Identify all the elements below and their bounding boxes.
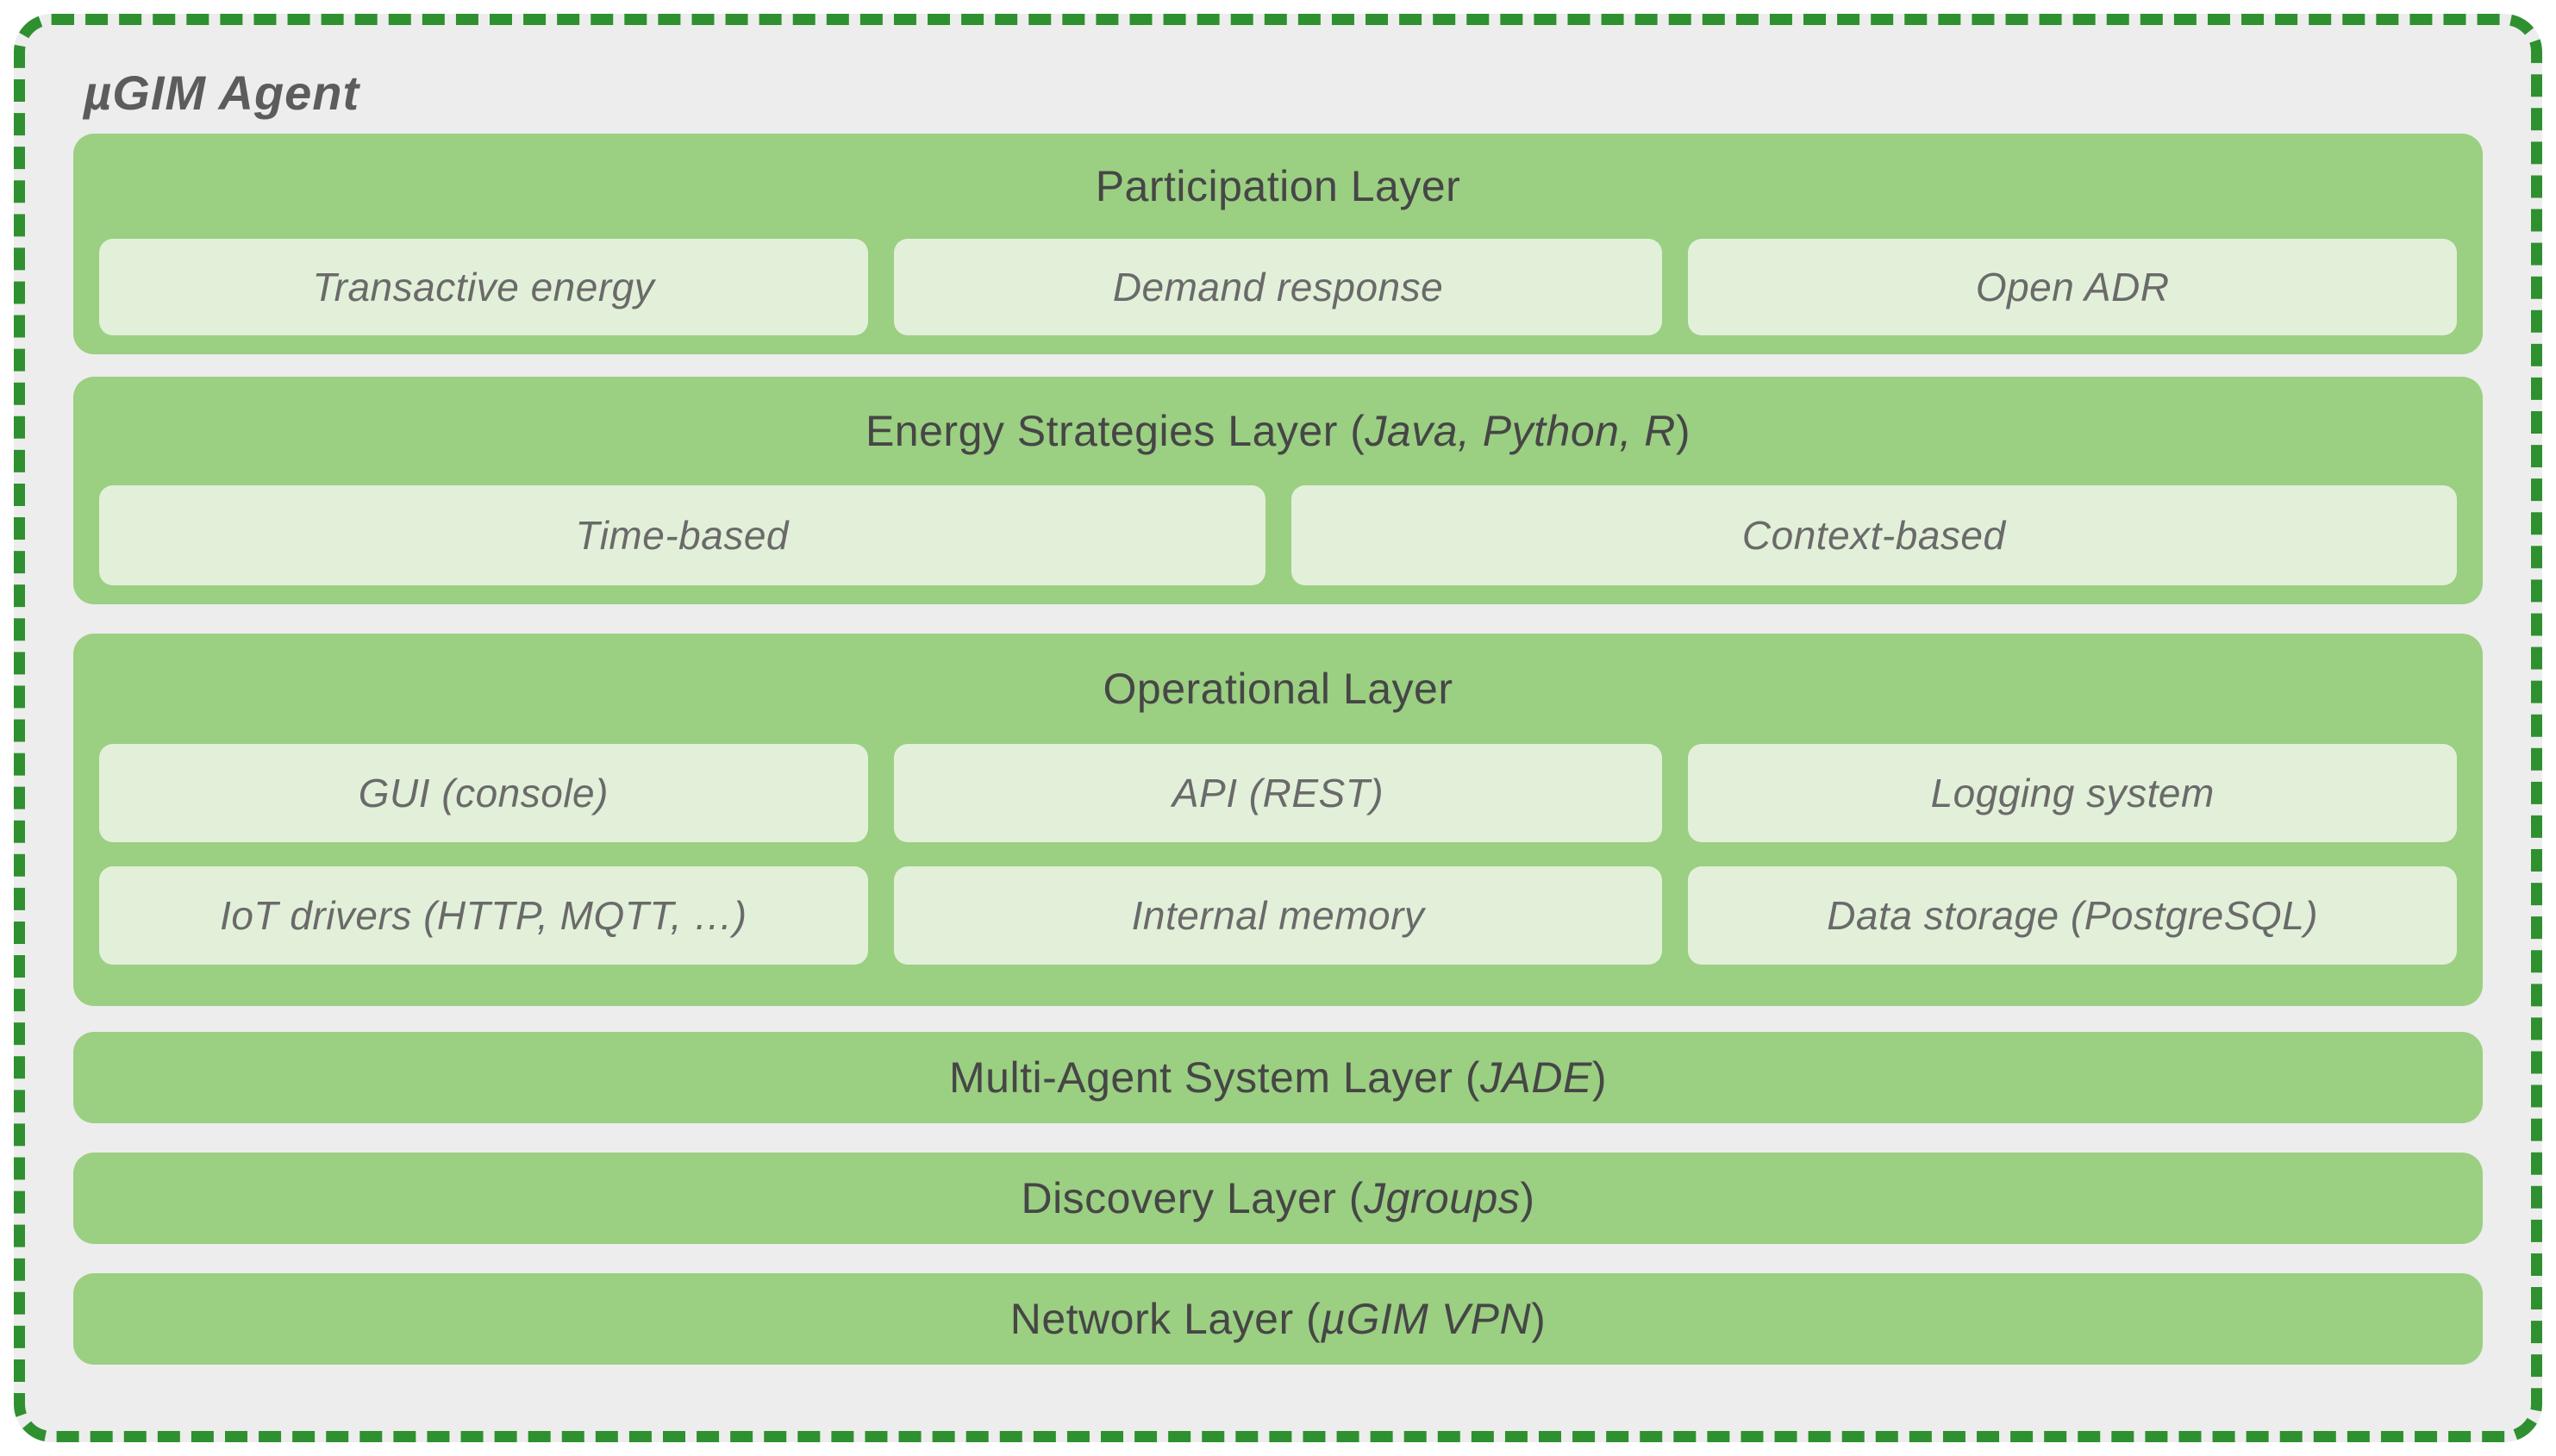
operational-layer-block: Operational Layer GUI (console) API (RES…: [73, 634, 2483, 1006]
item-transactive-energy: Transactive energy: [99, 239, 868, 335]
discovery-layer-bar: Discovery Layer (Jgroups): [73, 1153, 2483, 1244]
multi-agent-system-layer-bar: Multi-Agent System Layer (JADE): [73, 1032, 2483, 1123]
energy-title-text: Energy Strategies Layer (: [865, 407, 1365, 455]
participation-layer-title: Participation Layer: [99, 134, 2457, 239]
operational-layer-title-text: Operational Layer: [1103, 665, 1453, 713]
energy-title-close: ): [1675, 407, 1691, 455]
participation-layer-title-text: Participation Layer: [1095, 162, 1461, 210]
energy-items-row: Time-based Context-based: [99, 485, 2457, 585]
network-layer-title: Network Layer (µGIM VPN): [1010, 1294, 1547, 1344]
energy-title-tech: Java, Python, R: [1365, 407, 1676, 455]
operational-items-row-2: IoT drivers (HTTP, MQTT, …) Internal mem…: [99, 866, 2458, 965]
discovery-title-tech: Jgroups: [1363, 1174, 1521, 1222]
discovery-title-close: ): [1520, 1174, 1535, 1222]
participation-items-row: Transactive energy Demand response Open …: [99, 239, 2458, 335]
item-gui-console: GUI (console): [99, 744, 868, 842]
item-iot-drivers: IoT drivers (HTTP, MQTT, …): [99, 866, 868, 965]
agent-dashed-frame: µGIM Agent Participation Layer Transacti…: [14, 14, 2542, 1442]
mas-title-text: Multi-Agent System Layer (: [949, 1053, 1480, 1102]
item-internal-memory: Internal memory: [893, 866, 1663, 965]
item-time-based: Time-based: [99, 485, 1266, 585]
item-open-adr: Open ADR: [1688, 239, 2458, 335]
network-title-tech: µGIM VPN: [1321, 1295, 1532, 1343]
item-api-rest: API (REST): [893, 744, 1663, 842]
item-demand-response: Demand response: [893, 239, 1663, 335]
network-title-text: Network Layer (: [1009, 1295, 1322, 1343]
item-context-based: Context-based: [1290, 485, 2457, 585]
multi-agent-system-layer-title: Multi-Agent System Layer (JADE): [949, 1053, 1607, 1103]
energy-strategies-layer-title: Energy Strategies Layer (Java, Python, R…: [99, 377, 2457, 485]
participation-layer-block: Participation Layer Transactive energy D…: [73, 134, 2483, 354]
operational-layer-title: Operational Layer: [99, 634, 2457, 744]
network-layer-bar: Network Layer (µGIM VPN): [73, 1273, 2483, 1365]
item-logging-system: Logging system: [1688, 744, 2458, 842]
diagram-title: µGIM Agent: [84, 65, 360, 120]
mas-title-close: ): [1591, 1053, 1607, 1102]
network-title-close: ): [1531, 1295, 1547, 1343]
discovery-layer-title: Discovery Layer (Jgroups): [1021, 1173, 1534, 1223]
energy-strategies-layer-block: Energy Strategies Layer (Java, Python, R…: [73, 377, 2483, 604]
operational-items-row-1: GUI (console) API (REST) Logging system: [99, 744, 2458, 842]
discovery-title-text: Discovery Layer (: [1021, 1174, 1364, 1222]
mas-title-tech: JADE: [1480, 1053, 1592, 1102]
item-data-storage: Data storage (PostgreSQL): [1688, 866, 2458, 965]
